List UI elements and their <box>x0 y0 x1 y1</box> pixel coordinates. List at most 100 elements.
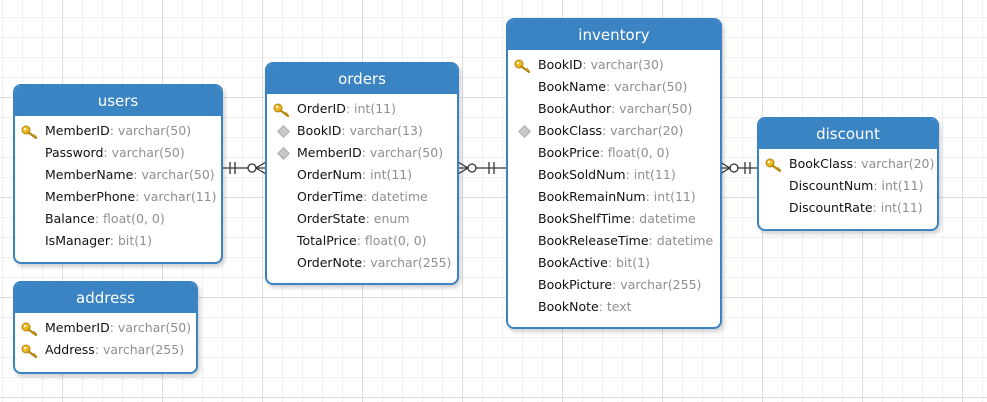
field-type: : float(0, 0) <box>94 211 165 226</box>
field-row[interactable]: Balance: float(0, 0) <box>15 208 221 230</box>
field-type: : varchar(255) <box>94 342 185 357</box>
field-row[interactable]: DiscountRate: int(11) <box>759 197 937 219</box>
field-type: : datetime <box>648 233 714 248</box>
diamond-icon <box>518 125 531 138</box>
field-type: : varchar(255) <box>612 277 702 292</box>
table-title: discount <box>759 119 937 149</box>
field-row[interactable]: BookPicture: varchar(255) <box>508 274 720 296</box>
field-name: BookReleaseTime <box>538 233 649 248</box>
field-row[interactable]: IsManager: bit(1) <box>15 230 221 252</box>
field-row[interactable]: BookNote: text <box>508 296 720 318</box>
field-type: : int(11) <box>361 167 413 182</box>
field-row[interactable]: MemberID: varchar(50) <box>15 317 196 339</box>
field-type: : float(0, 0) <box>599 145 670 160</box>
field-row[interactable]: BookID: varchar(13) <box>267 120 457 142</box>
field-row[interactable]: MemberID: varchar(50) <box>267 142 457 164</box>
field-type: : varchar(50) <box>133 167 215 182</box>
field-list: BookClass: varchar(20)DiscountNum: int(1… <box>759 149 937 219</box>
field-name: DiscountRate <box>789 200 873 215</box>
field-type: : varchar(255) <box>362 255 452 270</box>
field-list: OrderID: int(11)BookID: varchar(13)Membe… <box>267 94 457 274</box>
key-icon <box>273 102 291 118</box>
field-list: MemberID: varchar(50)Password: varchar(5… <box>15 116 221 252</box>
field-row[interactable]: Password: varchar(50) <box>15 142 221 164</box>
field-list: BookID: varchar(30)BookName: varchar(50)… <box>508 50 720 318</box>
key-icon <box>21 343 39 359</box>
field-type: : int(11) <box>345 101 396 116</box>
field-type: : int(11) <box>645 189 696 204</box>
key-icon <box>765 157 783 173</box>
field-row[interactable]: BookSoldNum: int(11) <box>508 164 720 186</box>
key-icon <box>21 124 39 140</box>
diamond-icon <box>277 147 290 160</box>
field-name: OrderNum <box>297 167 362 182</box>
table-title: address <box>15 283 196 313</box>
field-type: : enum <box>365 211 410 226</box>
field-type: : varchar(11) <box>135 189 217 204</box>
field-row[interactable]: OrderTime: datetime <box>267 186 457 208</box>
field-row[interactable]: BookClass: varchar(20) <box>759 153 937 175</box>
field-type: : int(11) <box>625 167 676 182</box>
relationship-inventory-discount <box>719 161 759 175</box>
field-row[interactable]: BookShelfTime: datetime <box>508 208 720 230</box>
field-row[interactable]: BookClass: varchar(20) <box>508 120 720 142</box>
field-name: MemberID <box>45 123 110 138</box>
field-row[interactable]: TotalPrice: float(0, 0) <box>267 230 457 252</box>
field-row[interactable]: MemberID: varchar(50) <box>15 120 221 142</box>
field-type: : varchar(50) <box>610 101 693 116</box>
field-row[interactable]: Address: varchar(255) <box>15 339 196 361</box>
field-row[interactable]: BookAuthor: varchar(50) <box>508 98 720 120</box>
field-type: : varchar(20) <box>853 156 935 171</box>
field-type: : text <box>598 299 632 314</box>
field-name: MemberPhone <box>45 189 136 204</box>
field-name: BookClass <box>538 123 602 138</box>
field-name: Address <box>45 342 95 357</box>
field-row[interactable]: BookID: varchar(30) <box>508 54 720 76</box>
field-row[interactable]: OrderState: enum <box>267 208 457 230</box>
field-name: BookClass <box>789 156 853 171</box>
field-type: : datetime <box>631 211 696 226</box>
field-row[interactable]: OrderNote: varchar(255) <box>267 252 457 274</box>
field-row[interactable]: BookActive: bit(1) <box>508 252 720 274</box>
field-type: : varchar(50) <box>103 145 185 160</box>
field-row[interactable]: OrderID: int(11) <box>267 98 457 120</box>
field-name: BookSoldNum <box>538 167 626 182</box>
field-name: BookPrice <box>538 145 600 160</box>
field-name: BookID <box>538 57 583 72</box>
field-list: MemberID: varchar(50)Address: varchar(25… <box>15 313 196 361</box>
field-type: : varchar(50) <box>606 79 688 94</box>
field-name: BookName <box>538 79 606 94</box>
field-type: : varchar(50) <box>109 123 192 138</box>
field-name: DiscountNum <box>789 178 874 193</box>
field-name: IsManager <box>45 233 110 248</box>
field-row[interactable]: BookName: varchar(50) <box>508 76 720 98</box>
field-type: : int(11) <box>872 200 923 215</box>
field-row[interactable]: OrderNum: int(11) <box>267 164 457 186</box>
field-type: : varchar(50) <box>109 320 192 335</box>
field-name: BookPicture <box>538 277 613 292</box>
field-name: BookShelfTime <box>538 211 632 226</box>
field-name: MemberName <box>45 167 134 182</box>
key-icon <box>514 58 532 74</box>
field-row[interactable]: BookPrice: float(0, 0) <box>508 142 720 164</box>
field-row[interactable]: MemberPhone: varchar(11) <box>15 186 221 208</box>
field-row[interactable]: DiscountNum: int(11) <box>759 175 937 197</box>
table-title: users <box>15 86 221 116</box>
field-row[interactable]: MemberName: varchar(50) <box>15 164 221 186</box>
field-type: : varchar(13) <box>341 123 423 138</box>
field-name: MemberID <box>297 145 362 160</box>
field-row[interactable]: BookRemainNum: int(11) <box>508 186 720 208</box>
table-title: orders <box>267 64 457 94</box>
field-row[interactable]: BookReleaseTime: datetime <box>508 230 720 252</box>
field-type: : float(0, 0) <box>356 233 427 248</box>
field-type: : varchar(30) <box>582 57 664 72</box>
field-type: : varchar(50) <box>361 145 444 160</box>
relationship-users-orders <box>222 161 267 175</box>
field-name: OrderNote <box>297 255 363 270</box>
field-name: Balance <box>45 211 95 226</box>
